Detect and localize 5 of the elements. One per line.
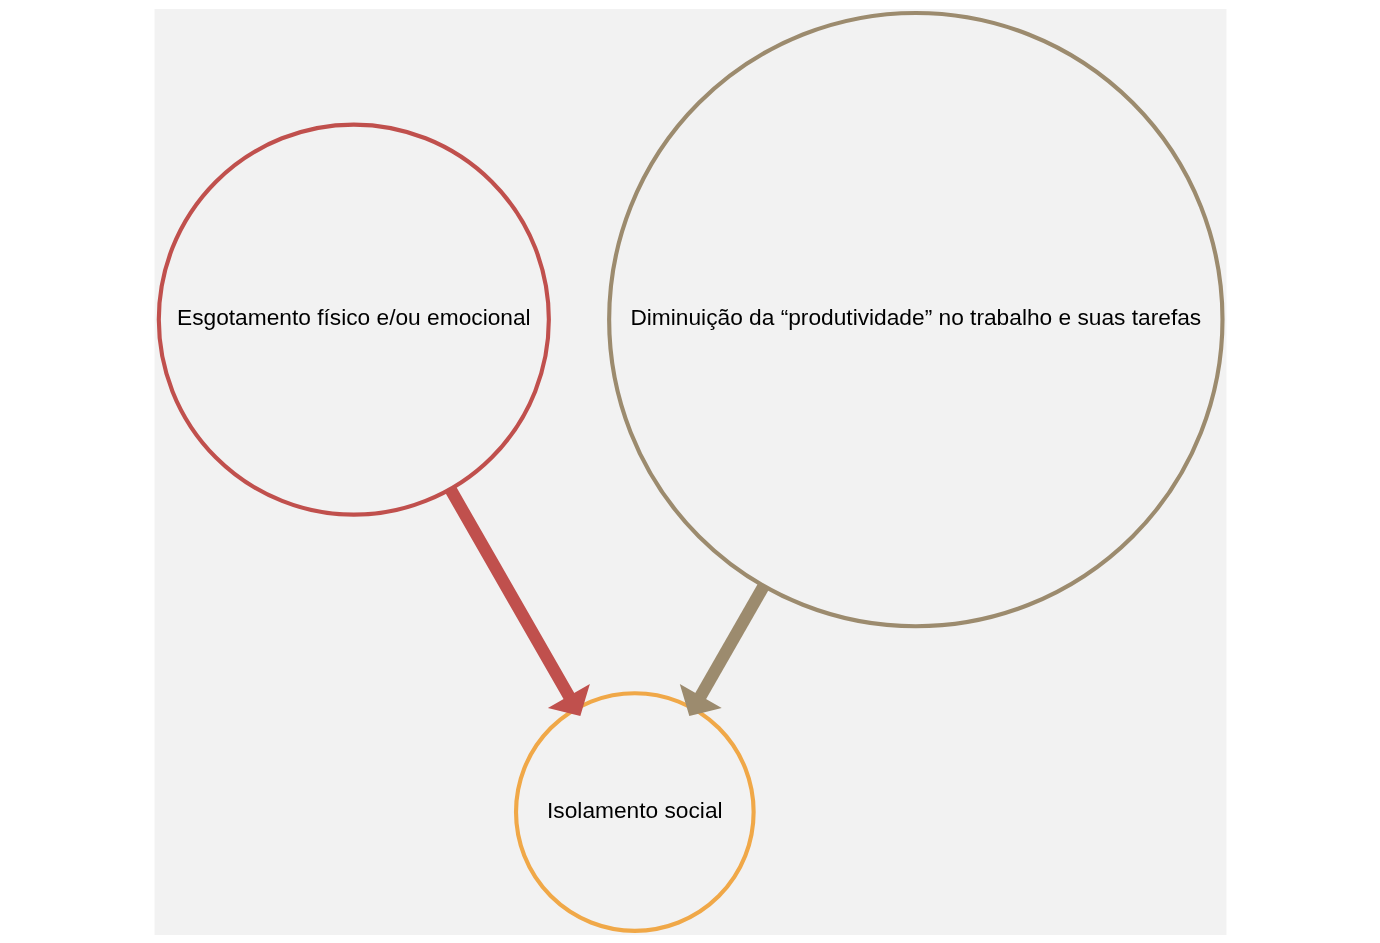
node-circle: Diminuição da “produtividade” no trabalho e suas tarefas xyxy=(606,10,1225,628)
arrow xyxy=(679,582,769,716)
node-circle: Esgotamento físico e/ou emocional xyxy=(156,122,551,517)
arrow xyxy=(444,485,590,716)
node-circle: Isolamento social xyxy=(513,690,756,933)
